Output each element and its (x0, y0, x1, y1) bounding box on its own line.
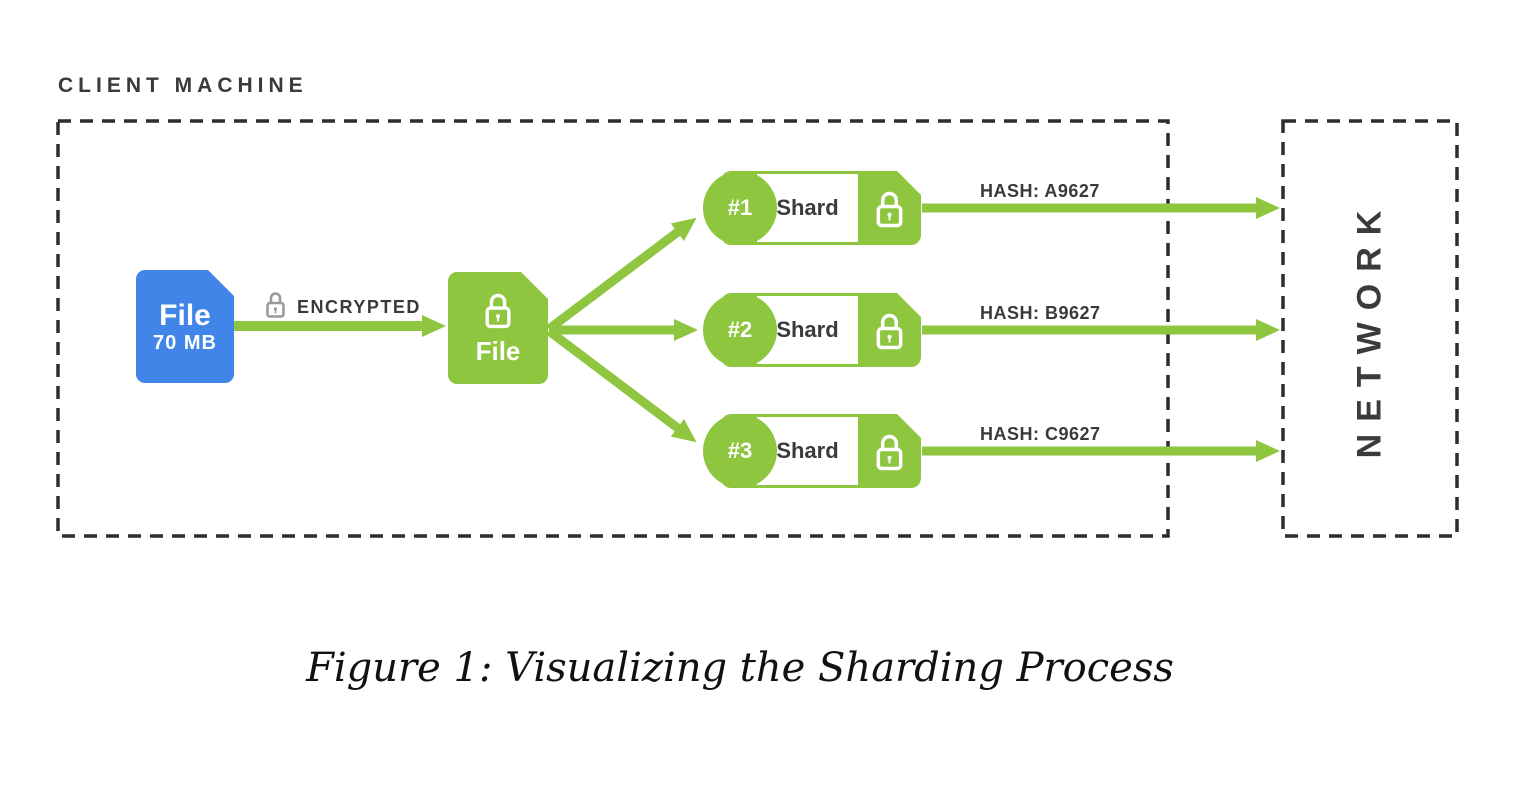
encrypted-file-icon: File (448, 272, 548, 384)
figure-caption: Figure 1: Visualizing the Sharding Proce… (306, 645, 1174, 691)
shard-2-number: #2 (727, 317, 753, 342)
network-box-border (1281, 119, 1459, 538)
shard-1-number: #1 (727, 195, 753, 220)
client-machine-box (56, 119, 1170, 538)
network-label: NETWORK (1350, 198, 1389, 459)
shard-2-label: Shard (776, 317, 839, 342)
arrow-file-to-shard-1 (546, 217, 697, 333)
shard-2: Shard #2 (703, 293, 921, 367)
encrypted-file-name: File (475, 335, 521, 366)
shard-3-label: Shard (776, 438, 839, 463)
file-lock-icon (482, 290, 514, 330)
encrypted-lock-icon (266, 292, 285, 318)
network-box: NETWORK (1283, 121, 1457, 536)
hash-label-2: HASH: B9627 (980, 303, 1101, 323)
encrypted-label: ENCRYPTED (297, 297, 421, 317)
shard-1-label: Shard (776, 195, 839, 220)
hash-label-3: HASH: C9627 (980, 424, 1101, 444)
shard-1: Shard #1 (703, 171, 921, 245)
client-machine-label: CLIENT MACHINE (58, 74, 308, 97)
shard-3-lock-icon (876, 434, 902, 470)
source-file-name: File (159, 298, 211, 332)
source-file-icon: File 70 MB (136, 270, 234, 383)
shard-3-number: #3 (727, 438, 753, 463)
shard-1-lock-icon (876, 191, 902, 227)
shard-2-lock-icon (876, 313, 902, 349)
shard-3: Shard #3 (703, 414, 921, 488)
source-file-size: 70 MB (153, 331, 217, 354)
arrow-file-to-shard-3 (546, 327, 697, 443)
hash-label-1: HASH: A9627 (980, 181, 1100, 201)
